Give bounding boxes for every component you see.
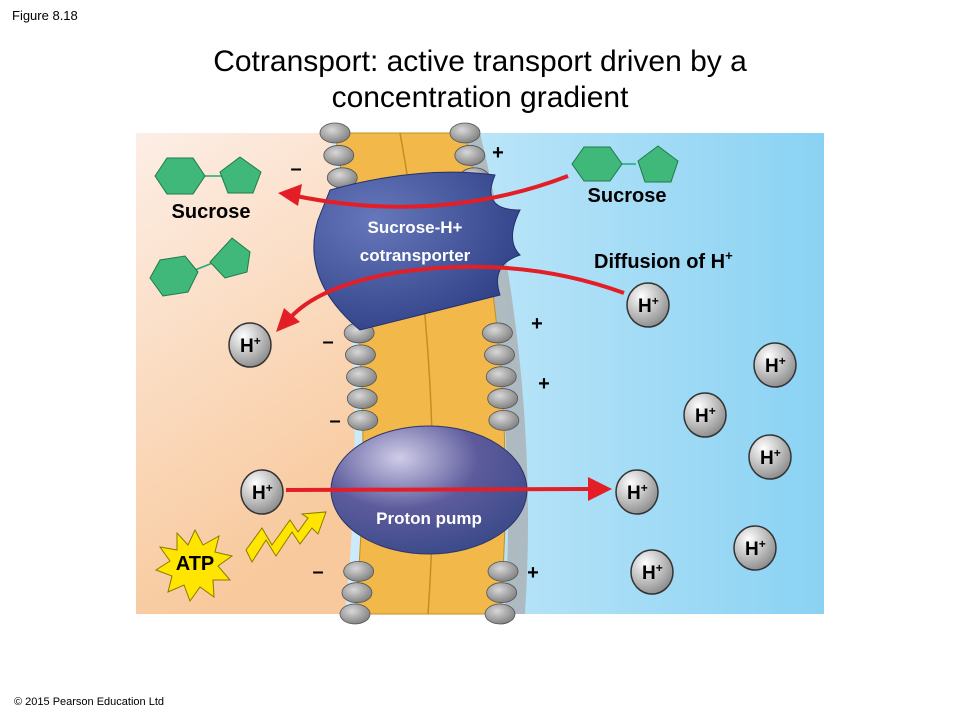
phospholipid-head — [484, 603, 516, 625]
sucrose-molecule-left-2 — [149, 237, 251, 297]
svg-text:H+: H+ — [745, 537, 766, 560]
svg-text:H+: H+ — [760, 446, 781, 469]
h-diffusion-arrow — [276, 264, 625, 332]
hydrogen-ion: H+ — [228, 322, 272, 368]
phospholipid-head — [449, 122, 481, 144]
negative-charge: – — [329, 410, 340, 432]
positive-charge: + — [527, 562, 539, 584]
negative-charge: – — [322, 331, 333, 353]
phospholipid-head — [486, 582, 518, 604]
sucrose-molecule-left-1 — [154, 156, 262, 195]
hydrogen-ions: H+ H+ H+ H+ H+ H+ H+ H+ H+ — [228, 282, 797, 595]
energy-bolt-icon — [245, 511, 327, 564]
svg-text:H+: H+ — [252, 481, 273, 504]
phospholipid-head — [454, 145, 486, 166]
cotransporter-label-line-2: cotransporter — [360, 246, 471, 265]
svg-text:H+: H+ — [765, 354, 786, 377]
proton-pump-arrow — [285, 477, 612, 501]
atp-starburst — [154, 528, 234, 603]
sucrose-label-left: Sucrose — [172, 201, 251, 223]
title-line-1: Cotransport: active transport driven by … — [213, 45, 747, 78]
sucrose-label-right: Sucrose — [588, 185, 667, 207]
phospholipid-head — [484, 344, 515, 366]
phospholipid-head — [319, 122, 351, 144]
figure-label: Figure 8.18 — [12, 8, 78, 23]
phospholipid-head — [482, 322, 513, 344]
proton-pump-label: Proton pump — [376, 509, 482, 528]
phospholipid-head — [339, 603, 371, 625]
cotransporter-label-line-1: Sucrose-H+ — [368, 218, 463, 237]
svg-text:H+: H+ — [642, 561, 663, 584]
hydrogen-ion: H+ — [615, 469, 659, 515]
sucrose-arrow — [278, 174, 569, 209]
phospholipid-head — [345, 344, 376, 366]
phospholipid-head — [487, 388, 519, 409]
hydrogen-ion: H+ — [753, 342, 797, 388]
positive-charge: + — [531, 313, 543, 335]
phospholipid-head — [487, 560, 519, 582]
phospholipid-head — [346, 388, 378, 409]
svg-text:H+: H+ — [695, 404, 716, 427]
phospholipid-heads — [319, 122, 520, 625]
positive-charge: + — [492, 142, 504, 164]
phospholipid-head — [346, 366, 377, 388]
phospholipid-head — [347, 409, 379, 431]
slide-title: Cotransport: active transport driven by … — [0, 44, 960, 116]
sucrose-h-cotransporter — [313, 171, 521, 331]
hydrogen-ion: H+ — [626, 282, 670, 328]
svg-text:H+: H+ — [638, 294, 659, 317]
phospholipid-head — [485, 366, 517, 388]
copyright: © 2015 Pearson Education Ltd — [14, 696, 164, 708]
hydrogen-ion: H+ — [630, 549, 674, 595]
phospholipid-head — [341, 582, 373, 604]
hydrogen-ion: H+ — [748, 434, 792, 480]
atp-label: ATP — [176, 553, 215, 575]
positive-charge: + — [538, 373, 550, 395]
phospholipid-head — [323, 145, 355, 166]
svg-text:H+: H+ — [627, 481, 648, 504]
negative-charge: – — [290, 158, 301, 180]
diffusion-label: Diffusion of H+ — [594, 248, 733, 273]
title-line-2: concentration gradient — [331, 81, 629, 114]
svg-text:H+: H+ — [240, 334, 261, 357]
phospholipid-head — [488, 409, 520, 431]
negative-charge: – — [312, 561, 323, 583]
phospholipid-head — [343, 560, 375, 582]
hydrogen-ion: H+ — [683, 392, 727, 438]
hydrogen-ion: H+ — [733, 525, 777, 571]
hydrogen-ion: H+ — [240, 469, 284, 515]
membrane-charges: – – – – + + + + — [290, 142, 549, 584]
sucrose-molecule-right — [571, 145, 679, 183]
